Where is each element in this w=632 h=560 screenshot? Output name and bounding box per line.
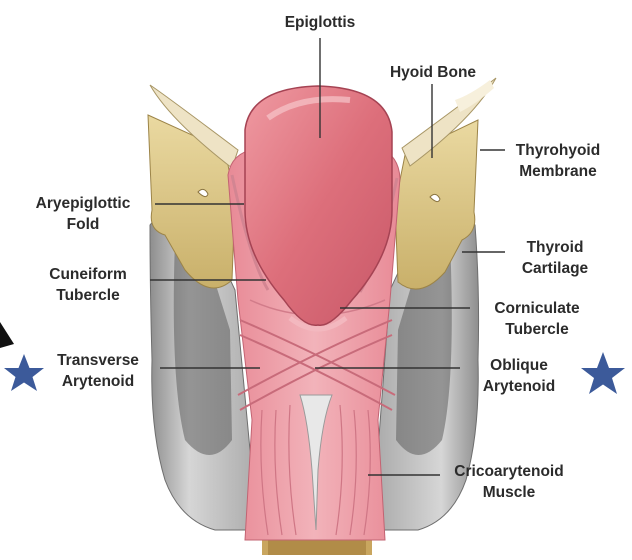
label-thyroid-cartilage: Thyroid Cartilage (500, 237, 610, 279)
label-oblique-arytenoid: Oblique Arytenoid (462, 355, 576, 397)
arrow-tip-icon (0, 322, 14, 348)
label-hyoid-bone-text: Hyoid Bone (378, 62, 488, 83)
label-corniculate-tubercle: Corniculate Tubercle (472, 298, 602, 340)
star-icon (581, 352, 625, 394)
label-cricoarytenoid-muscle: Cricoarytenoid Muscle (440, 461, 578, 503)
label-epiglottis-text: Epiglottis (270, 12, 370, 33)
label-cuneiform-tubercle: Cuneiform Tubercle (28, 264, 148, 306)
label-hyoid-bone: Hyoid Bone (378, 62, 488, 83)
label-thyrohyoid-membrane: Thyrohyoid Membrane (500, 140, 616, 182)
label-transverse-arytenoid: Transverse Arytenoid (38, 350, 158, 392)
label-aryepiglottic-fold: Aryepiglottic Fold (12, 193, 154, 235)
label-epiglottis: Epiglottis (270, 12, 370, 33)
